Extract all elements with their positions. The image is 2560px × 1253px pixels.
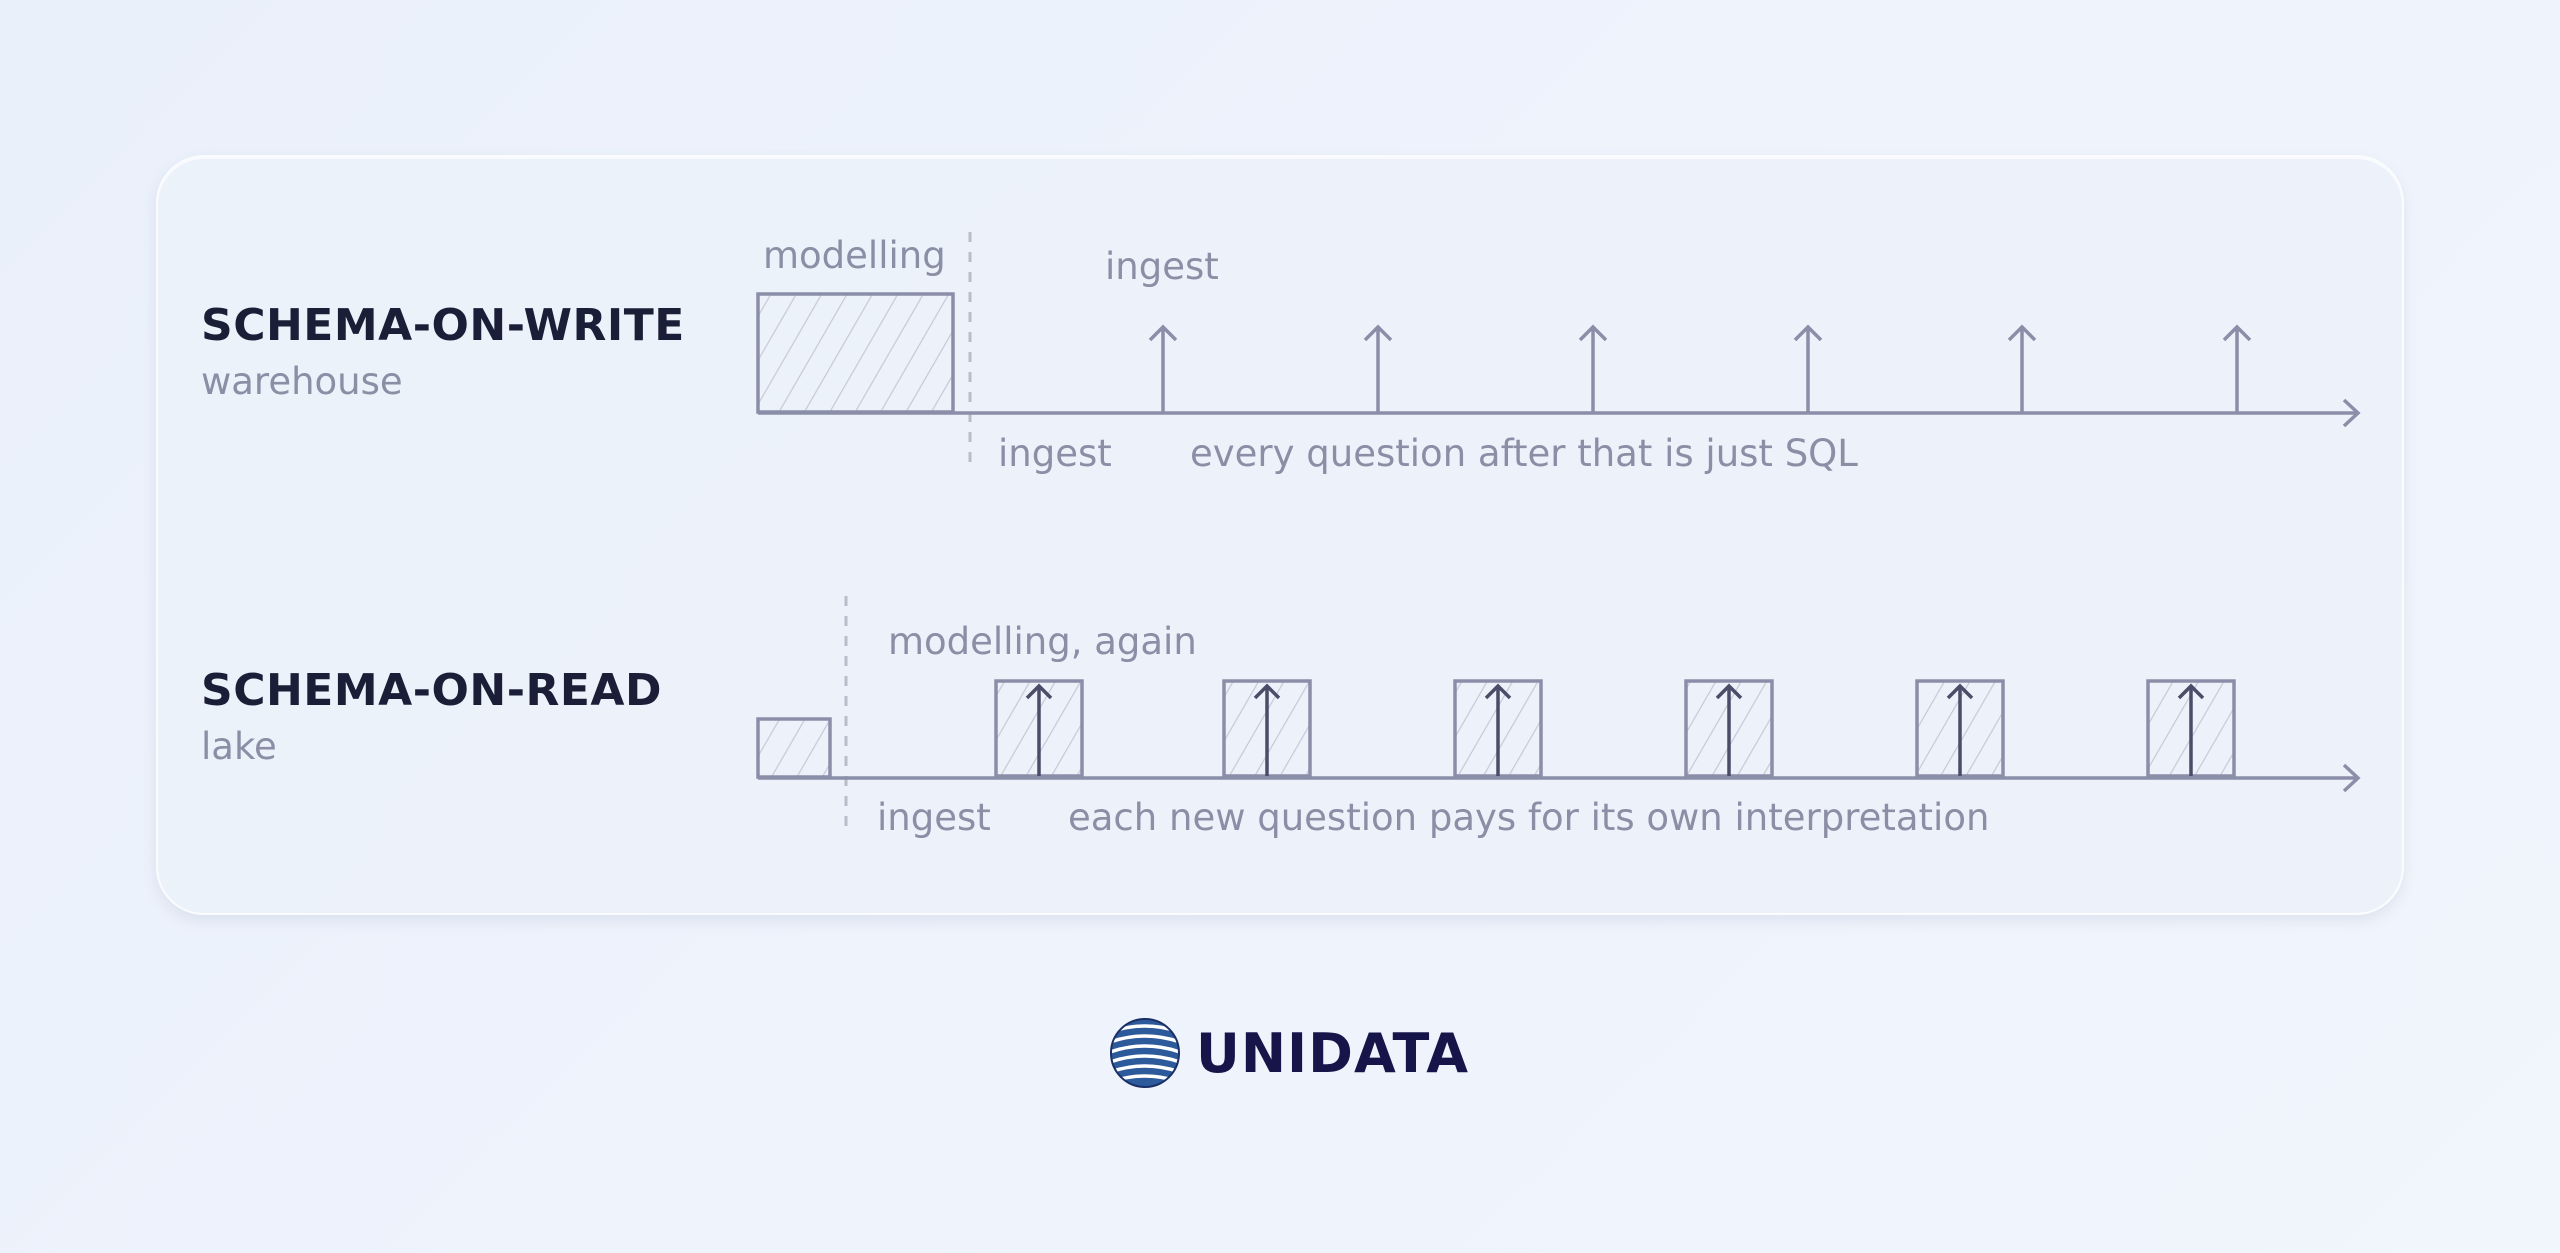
unidata-logo: UNIDATA [1108, 1016, 1468, 1090]
write-timeline: modelling ingest ingest every question a… [756, 232, 2361, 475]
write-top-ingest-label: ingest [1105, 245, 1219, 288]
unidata-wordmark: UNIDATA [1196, 1022, 1469, 1085]
read-question-box [2146, 679, 2236, 778]
globe-icon [1110, 1018, 1180, 1088]
write-ingest-label: ingest [998, 432, 1112, 475]
read-question-box [994, 679, 1084, 778]
write-caption: every question after that is just SQL [1190, 432, 1858, 475]
schema-on-read-title: SCHEMA-ON-READ [201, 665, 662, 716]
write-query-arrow [1793, 324, 1823, 413]
read-ingest-block [756, 717, 832, 779]
read-caption: each new question pays for its own inter… [1068, 796, 1989, 839]
diagram-card [156, 155, 2404, 915]
write-query-arrow [1578, 324, 1608, 413]
write-modelling-block [756, 292, 955, 414]
lake-subtitle: lake [201, 725, 277, 768]
write-query-arrow [2007, 324, 2037, 413]
read-timeline: modelling, again ingest each new questio… [756, 596, 2361, 839]
write-axis-arrowhead [2342, 398, 2361, 428]
write-query-arrow [1148, 324, 1178, 413]
read-question-box [1684, 679, 1774, 778]
read-question-box [1453, 679, 1543, 778]
write-query-arrow [1363, 324, 1393, 413]
write-modelling-label: modelling [763, 234, 946, 277]
read-question-box [1222, 679, 1312, 778]
read-modelling-label: modelling, again [888, 620, 1197, 663]
schema-on-write-title: SCHEMA-ON-WRITE [201, 300, 685, 351]
read-question-box [1915, 679, 2005, 778]
warehouse-subtitle: warehouse [201, 360, 403, 403]
read-axis-arrowhead [2342, 763, 2361, 793]
write-query-arrow [2222, 324, 2252, 413]
read-ingest-label: ingest [877, 796, 991, 839]
